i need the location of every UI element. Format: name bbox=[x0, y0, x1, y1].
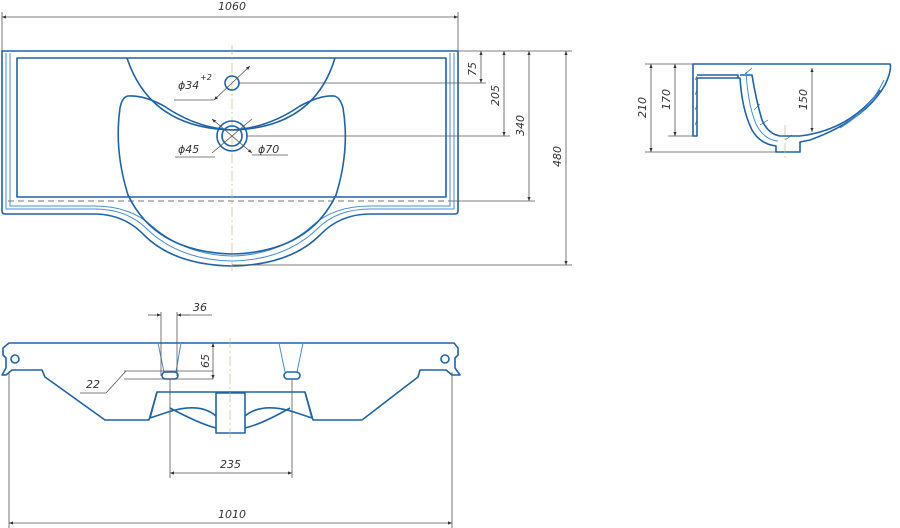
dim-22: 22 bbox=[86, 378, 100, 391]
faucet-hole-label: ϕ34 bbox=[178, 79, 199, 92]
dim-36: 36 bbox=[193, 301, 207, 314]
overflow-slot-left bbox=[161, 371, 179, 380]
dim-480: 480 bbox=[551, 146, 564, 167]
dim-150: 150 bbox=[797, 89, 810, 110]
width-dim-label: 1060 bbox=[218, 0, 246, 13]
faucet-hole-tolerance: +2 bbox=[200, 73, 212, 82]
dim-340: 340 bbox=[514, 115, 527, 136]
front-view: 36 65 22 235 1010 bbox=[1, 301, 461, 528]
dim-210: 210 bbox=[636, 97, 649, 118]
dim-170: 170 bbox=[660, 89, 673, 110]
dim-65: 65 bbox=[199, 354, 212, 368]
dim-75: 75 bbox=[466, 62, 479, 76]
dim-205: 205 bbox=[489, 85, 502, 106]
top-view: ϕ34 +2 ϕ45 ϕ70 1060 75 205 340 480 bbox=[1, 0, 572, 272]
drain-outer-label: ϕ70 bbox=[258, 143, 279, 156]
faucet-deck-arc bbox=[126, 57, 336, 131]
counter-inner-edge bbox=[16, 57, 447, 198]
side-section-view: 210 170 150 bbox=[636, 63, 892, 160]
drain-inner-label: ϕ45 bbox=[178, 143, 199, 156]
overflow-slot-right bbox=[283, 371, 301, 380]
dim-1010: 1010 bbox=[218, 508, 246, 521]
drain-outlet bbox=[215, 392, 246, 434]
dim-235: 235 bbox=[220, 458, 241, 471]
